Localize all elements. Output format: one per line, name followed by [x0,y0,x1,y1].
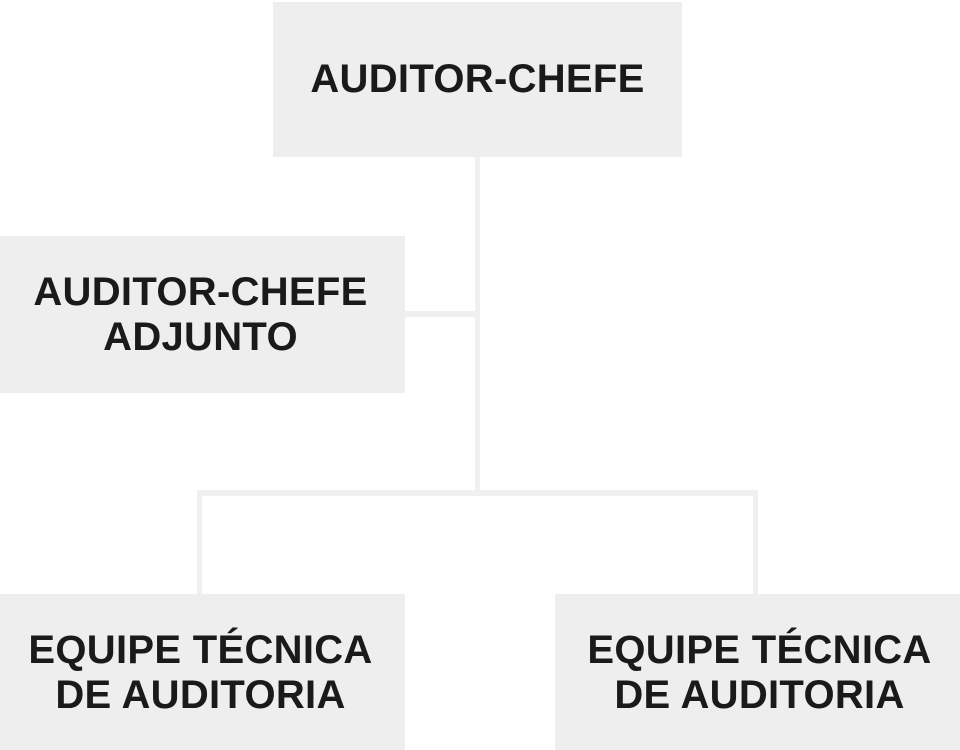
org-node-auditor-chefe-adjunto: AUDITOR-CHEFE ADJUNTO [0,236,405,393]
org-node-label: EQUIPE TÉCNICA [28,627,373,672]
org-node-label: EQUIPE TÉCNICA [587,627,932,672]
org-node-label: ADJUNTO [103,314,298,359]
connector-deputy-horizontal [404,311,480,317]
org-node-label: AUDITOR-CHEFE [310,57,645,101]
org-node-label: AUDITOR-CHEFE [33,269,368,314]
connector-team2-vertical [753,490,758,594]
connector-teams-horizontal [197,490,758,496]
org-node-equipe-tecnica-2: EQUIPE TÉCNICA DE AUDITORIA [555,594,960,750]
org-node-label: DE AUDITORIA [55,672,346,717]
org-node-equipe-tecnica-1: EQUIPE TÉCNICA DE AUDITORIA [0,594,405,750]
org-node-auditor-chefe: AUDITOR-CHEFE [273,2,682,157]
connector-team1-vertical [197,490,202,594]
connector-chief-vertical [475,157,480,496]
org-node-label: DE AUDITORIA [614,672,905,717]
